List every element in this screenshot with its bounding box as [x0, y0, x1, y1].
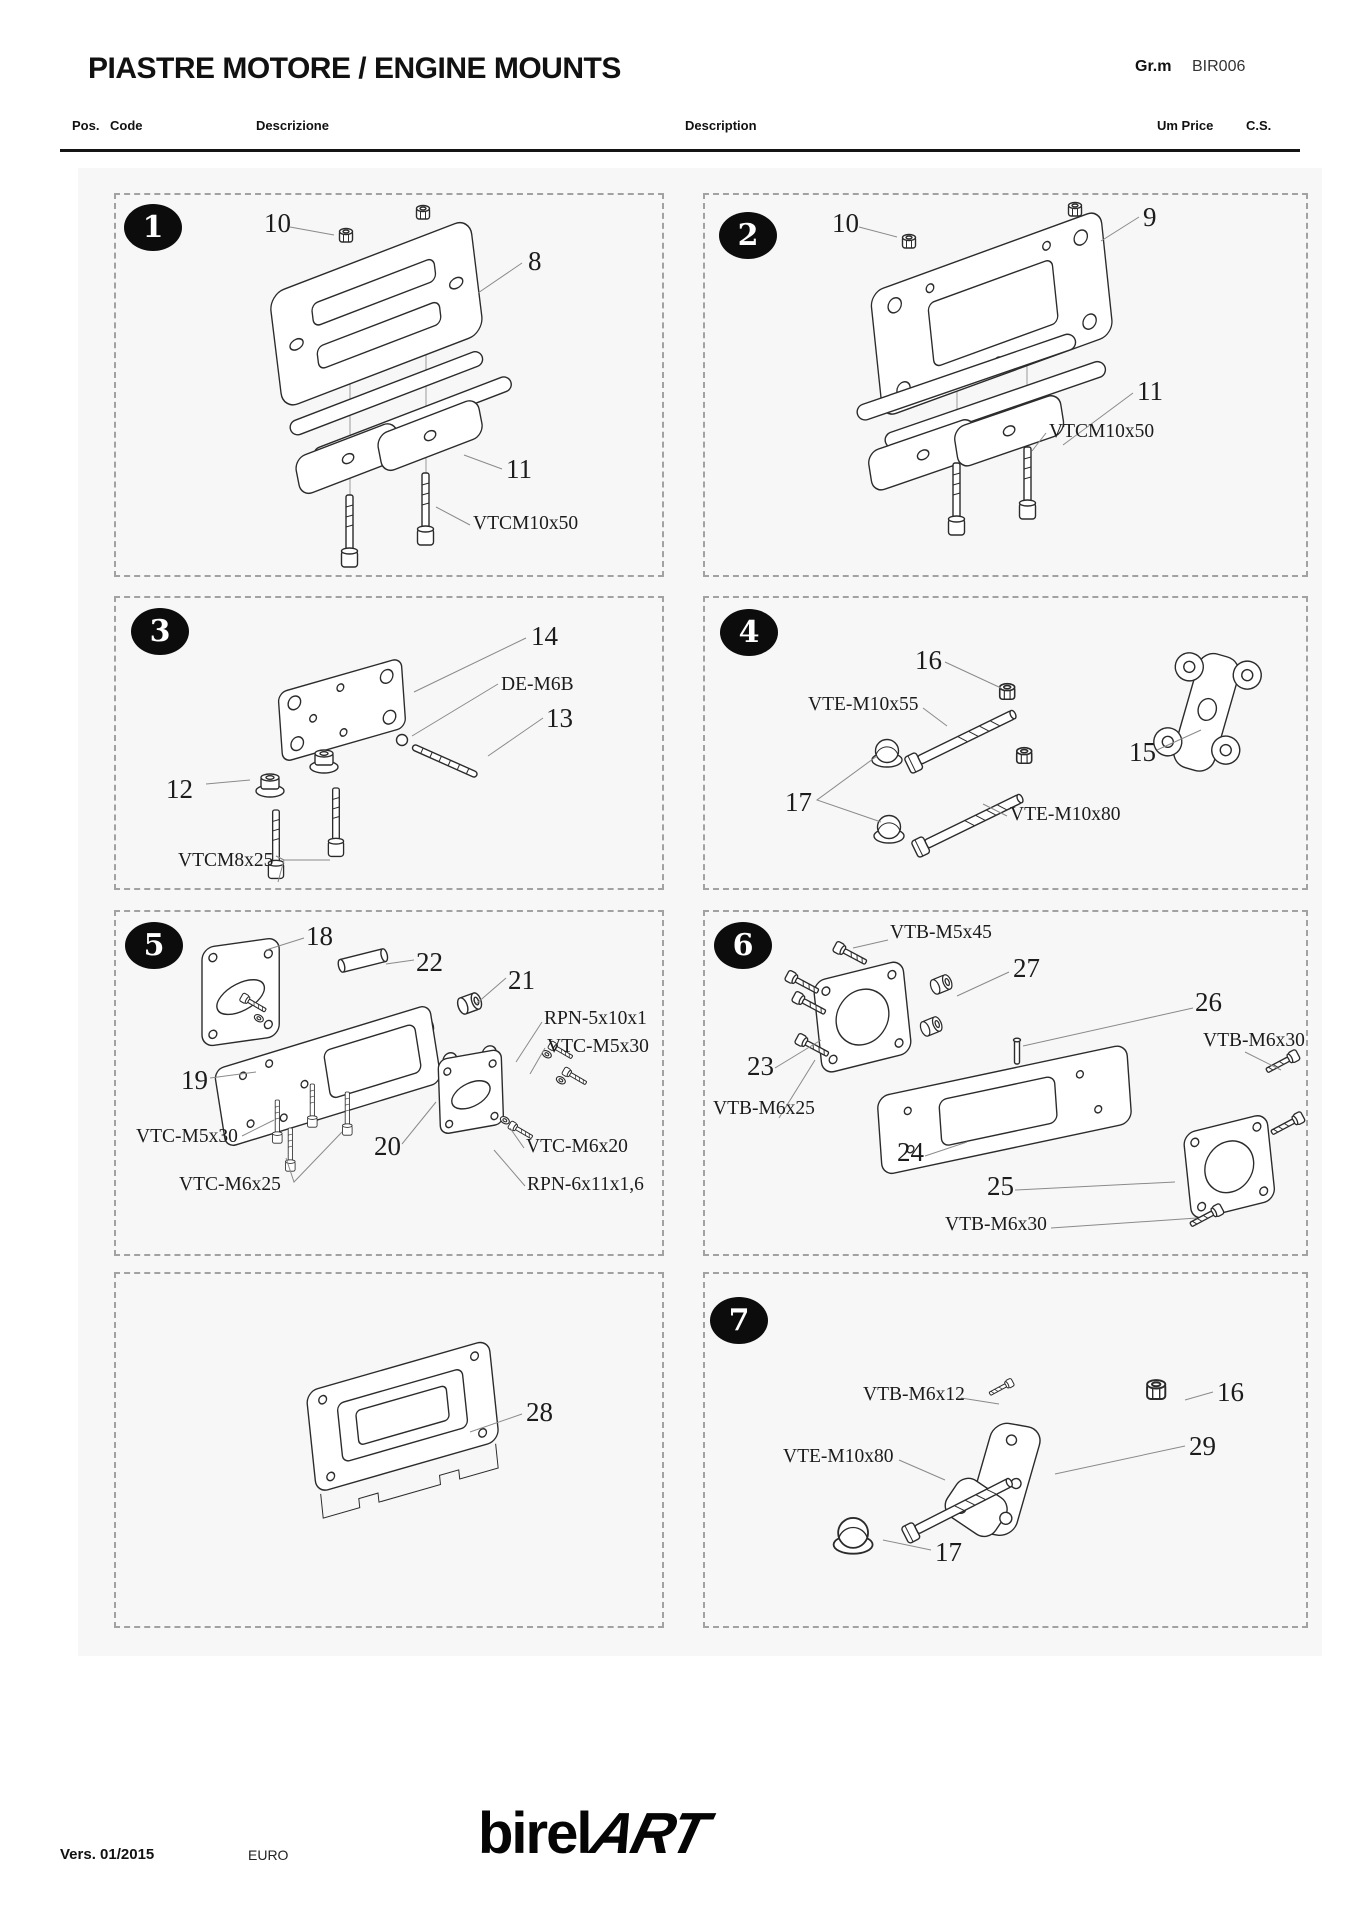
part-label-11: 11 [506, 454, 532, 484]
panel-6-badge: 6 [714, 922, 772, 969]
part-code-vtb-m6x30-bottom: VTB-M6x30 [945, 1214, 1047, 1235]
part-code-vtb-m6x25: VTB-M6x25 [713, 1098, 815, 1119]
column-header-description: Description [685, 118, 757, 133]
part-code-vtcm10x50: VTCM10x50 [473, 513, 579, 534]
logo-art: ART [584, 1801, 713, 1866]
part-label-16: 16 [915, 645, 942, 675]
version-label: Vers. [60, 1846, 96, 1863]
part-label-18: 18 [306, 921, 333, 951]
panel-8: 28 [114, 1272, 664, 1628]
column-header-pos: Pos. [72, 118, 100, 133]
part-code-vtb-m5x45: VTB-M5x45 [890, 922, 992, 943]
group-code: BIR006 [1192, 58, 1246, 75]
part-code-vtcm10x50: VTCM10x50 [1049, 421, 1155, 442]
part-label-21: 21 [508, 965, 535, 995]
part-code-vtb-m6x12: VTB-M6x12 [863, 1384, 965, 1405]
part-code-vtc-m5x30-right: VTC-M5x30 [547, 1036, 649, 1057]
part-label-22: 22 [416, 947, 443, 977]
part-label-10: 10 [264, 208, 291, 238]
panel-5: 5 [114, 910, 664, 1256]
panel-2: 2 [703, 193, 1308, 577]
panel-2-badge: 2 [719, 212, 777, 259]
panel-3-drawing [205, 637, 544, 883]
part-code-de-m6b: DE-M6B [501, 674, 574, 695]
part-code-vtb-m6x30-right: VTB-M6x30 [1203, 1030, 1305, 1051]
part-label-10: 10 [832, 208, 859, 238]
panel-4: 4 16 [703, 596, 1308, 890]
part-label-15: 15 [1129, 737, 1156, 767]
version-value: 01/2015 [100, 1846, 155, 1863]
part-code-vtc-m6x25: VTC-M6x25 [179, 1174, 281, 1195]
version-info: Vers. 01/2015 [60, 1846, 154, 1863]
panel-6-drawing [774, 939, 1306, 1231]
content-background [78, 168, 1322, 1656]
part-label-29: 29 [1189, 1431, 1216, 1461]
part-code-vte-m10x80: VTE-M10x80 [1010, 804, 1121, 825]
part-label-16: 16 [1217, 1377, 1244, 1407]
part-code-vtcm8x25: VTCM8x25 [178, 850, 274, 871]
panel-4-badge: 4 [720, 609, 778, 656]
panel-1: 1 [114, 193, 664, 577]
panel-1-badge: 1 [124, 204, 182, 251]
panel-5-drawing [201, 937, 589, 1187]
panel-7-badge: 7 [710, 1297, 768, 1344]
part-label-25: 25 [987, 1171, 1014, 1201]
part-label-20: 20 [374, 1131, 401, 1161]
panel-3-badge: 3 [131, 608, 189, 655]
part-label-8: 8 [528, 246, 542, 276]
panel-4-drawing [815, 652, 1262, 859]
part-label-24: 24 [897, 1137, 924, 1167]
panel-7: 7 VTB-M6x12 16 VTE-M10x80 29 17 [703, 1272, 1308, 1628]
column-header-descrizione: Descrizione [256, 118, 329, 133]
part-label-17: 17 [935, 1537, 962, 1567]
panel-3: 3 [114, 596, 664, 890]
part-code-vte-m10x55: VTE-M10x55 [808, 694, 919, 715]
column-header-cs: C.S. [1246, 118, 1272, 133]
part-label-26: 26 [1195, 987, 1222, 1017]
part-code-vtc-m6x20: VTC-M6x20 [526, 1136, 628, 1157]
part-label-11: 11 [1137, 376, 1163, 406]
part-code-vte-m10x80: VTE-M10x80 [783, 1446, 894, 1467]
part-label-27: 27 [1013, 953, 1040, 983]
part-label-14: 14 [531, 621, 558, 651]
birelart-logo: birelART [478, 1800, 878, 1867]
panel-7-drawing [832, 1377, 1214, 1555]
group-label: Gr.m [1135, 58, 1172, 75]
part-code-rpn-5x10x1: RPN-5x10x1 [544, 1008, 647, 1029]
panel-5-badge: 5 [125, 922, 183, 969]
part-label-19: 19 [181, 1065, 208, 1095]
part-label-12: 12 [166, 774, 193, 804]
logo-birel: birel [478, 1801, 592, 1866]
panel-1-drawing [270, 204, 523, 568]
part-label-23: 23 [747, 1051, 774, 1081]
header-divider [60, 149, 1300, 152]
part-code-vtc-m5x30-left: VTC-M5x30 [136, 1126, 238, 1147]
column-header-um-price: Um Price [1157, 118, 1214, 133]
panel-8-drawing [306, 1341, 523, 1519]
panel-6: 6 [703, 910, 1308, 1256]
part-label-9: 9 [1143, 202, 1157, 232]
part-label-13: 13 [546, 703, 573, 733]
panel-2-drawing [856, 201, 1140, 536]
part-code-rpn-6x11x1-6: RPN-6x11x1,6 [527, 1174, 644, 1195]
part-label-28: 28 [526, 1397, 553, 1427]
page-title: PIASTRE MOTORE / ENGINE MOUNTS [88, 52, 621, 85]
currency-label: EURO [248, 1847, 289, 1863]
part-label-17: 17 [785, 787, 812, 817]
column-header-code: Code [110, 118, 143, 133]
